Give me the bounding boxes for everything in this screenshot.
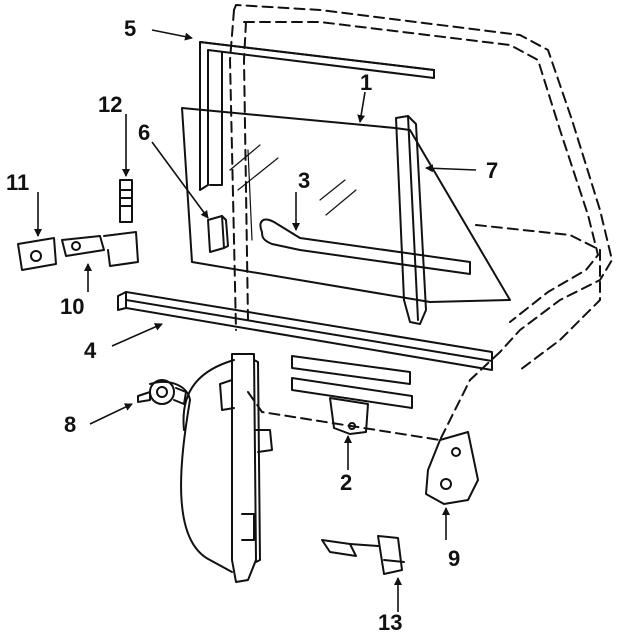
- leader-4: [111, 323, 163, 347]
- callout-4: 4: [84, 338, 97, 363]
- callout-13: 13: [378, 610, 402, 635]
- clip: [17, 237, 57, 271]
- callout-12: 12: [98, 92, 122, 117]
- callout-3: 3: [298, 168, 310, 193]
- belt-weatherstrip: [117, 291, 493, 371]
- window-regulator: [137, 353, 273, 583]
- leader-7: [425, 164, 477, 173]
- callout-7: 7: [486, 158, 498, 183]
- door-glass: [181, 107, 511, 303]
- stud: [119, 179, 133, 223]
- division-bar: [395, 115, 427, 325]
- glass-run-channel: [199, 41, 435, 191]
- glass-stop-block: [207, 215, 229, 253]
- callout-6: 6: [138, 120, 150, 145]
- callout-9: 9: [448, 546, 460, 571]
- callout-1: 1: [360, 70, 372, 95]
- leader-6: [151, 141, 209, 219]
- bracket: [61, 231, 139, 267]
- leader-5: [151, 29, 193, 41]
- callout-10: 10: [60, 294, 84, 319]
- lock-handle: [321, 535, 405, 575]
- callout-11: 11: [6, 170, 29, 195]
- door-latch: [425, 431, 479, 505]
- callout-labels: 5 1 12 6 3 7 11 10 4 8 2 9 13: [6, 16, 498, 635]
- leader-8: [89, 403, 133, 425]
- callout-5: 5: [124, 16, 136, 41]
- leader-lines: [34, 29, 477, 612]
- door-shell-outline: [229, 4, 613, 441]
- glass-sash-channel: [291, 355, 413, 435]
- callout-2: 2: [340, 470, 352, 495]
- leader-1: [357, 91, 366, 123]
- glass-run-strip: [259, 218, 471, 275]
- callout-8: 8: [64, 412, 76, 437]
